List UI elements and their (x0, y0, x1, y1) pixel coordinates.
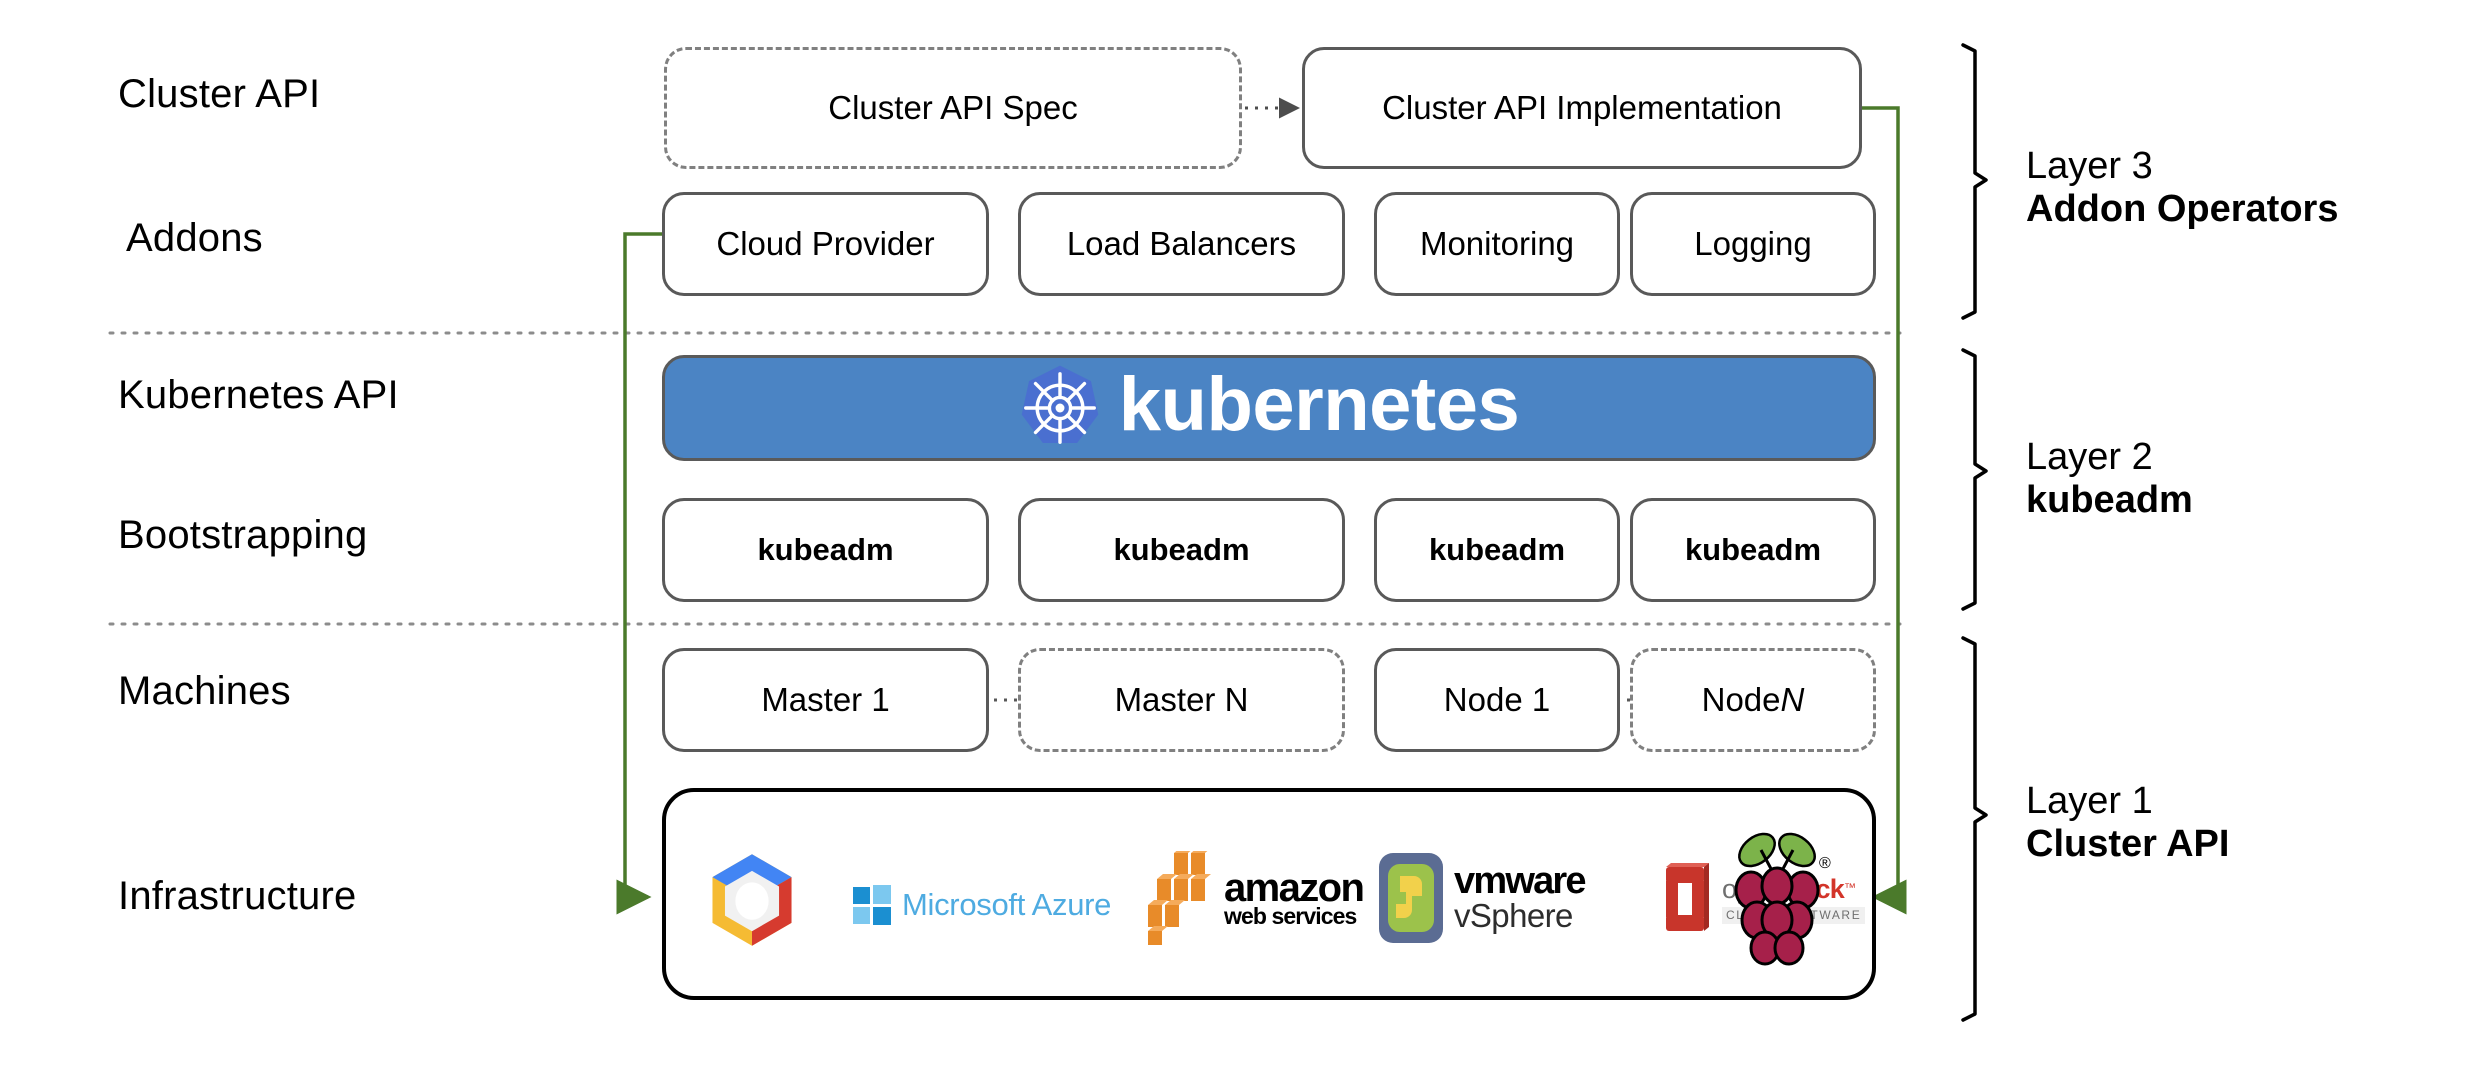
cloud-provider-to-infrastructure-arrow (616, 232, 662, 915)
row-label-addons: Addons (126, 216, 263, 260)
google-cloud-logo[interactable] (700, 848, 804, 952)
machine-label-node-n: Node (1701, 681, 1781, 718)
kubernetes-wordmark: kubernetes (1118, 362, 1520, 447)
kubeadm-box-3[interactable]: kubeadm (1374, 498, 1620, 602)
bracket-layer-2 (1961, 348, 1988, 611)
addon-box-monitoring[interactable]: Monitoring (1374, 192, 1620, 296)
amazon-wordmark: amazon (1224, 865, 1365, 910)
vsphere-subtext: vSphere (1454, 896, 1573, 934)
machine-box-master-1[interactable]: Master 1 (662, 648, 989, 752)
machine-label-master-n: Master N (1114, 681, 1249, 718)
layer-label-1: Layer 1 Cluster API (2026, 780, 2229, 865)
row-label-kubernetes-api: Kubernetes API (118, 373, 399, 417)
raspberry-pi-logo[interactable]: ® (1718, 826, 1836, 972)
row-label-infrastructure: Infrastructure (118, 874, 357, 918)
layer-label-2: Layer 2 kubeadm (2026, 436, 2193, 521)
vmware-vsphere-logo[interactable]: vmware vSphere (1378, 848, 1658, 948)
layer-2-title: Layer 2 (2026, 436, 2153, 478)
layer-3-subtitle: Addon Operators (2026, 187, 2339, 230)
openstack-mark-icon (1666, 863, 1709, 931)
machine-box-node-n[interactable]: Node N (1630, 648, 1876, 752)
kubeadm-box-4[interactable]: kubeadm (1630, 498, 1876, 602)
layer-label-3: Layer 3 Addon Operators (2026, 145, 2338, 230)
svg-text:®: ® (1819, 855, 1831, 872)
amazon-web-services-logo[interactable]: amazon web services (1146, 846, 1376, 952)
machine-label-node-n-index: N (1780, 681, 1805, 718)
kubernetes-helm-icon (1021, 365, 1099, 444)
machine-label-node-1: Node 1 (1443, 681, 1551, 718)
layer-3-title: Layer 3 (2026, 145, 2153, 187)
layer-1-subtitle: Cluster API (2026, 822, 2230, 865)
addon-box-load-balancers[interactable]: Load Balancers (1018, 192, 1345, 296)
microsoft-azure-wordmark: Microsoft Azure (902, 887, 1112, 922)
bracket-layer-3 (1961, 43, 1988, 320)
infrastructure-container[interactable]: Microsoft Azure (662, 788, 1876, 1000)
row-label-cluster-api: Cluster API (118, 72, 321, 116)
aws-boxes-icon (1148, 851, 1211, 945)
amazon-web-services-subtext: web services (1224, 902, 1357, 929)
vmware-wordmark: vmware (1454, 860, 1587, 903)
openstack-trademark-icon: ™ (1843, 880, 1856, 895)
kubernetes-api-banner[interactable]: kubernetes (662, 355, 1876, 461)
addon-box-cloud-provider[interactable]: Cloud Provider (662, 192, 989, 296)
row-label-machines: Machines (118, 669, 291, 713)
kubeadm-box-2[interactable]: kubeadm (1018, 498, 1345, 602)
layer-2-subtitle: kubeadm (2026, 478, 2193, 521)
addon-box-logging[interactable]: Logging (1630, 192, 1876, 296)
microsoft-azure-logo[interactable]: Microsoft Azure (852, 882, 1152, 928)
vmware-badge-icon (1379, 853, 1443, 943)
machine-label-master-1: Master 1 (761, 681, 890, 718)
bracket-layer-1 (1961, 636, 1988, 1022)
row-label-bootstrapping: Bootstrapping (118, 513, 368, 557)
microsoft-window-icon (853, 885, 891, 925)
machine-box-node-1[interactable]: Node 1 (1374, 648, 1620, 752)
cluster-api-implementation-box[interactable]: Cluster API Implementation (1302, 47, 1862, 169)
machine-box-master-n[interactable]: Master N (1018, 648, 1345, 752)
cluster-api-spec-box[interactable]: Cluster API Spec (664, 47, 1242, 169)
layer-1-title: Layer 1 (2026, 780, 2153, 822)
kubeadm-box-1[interactable]: kubeadm (662, 498, 989, 602)
